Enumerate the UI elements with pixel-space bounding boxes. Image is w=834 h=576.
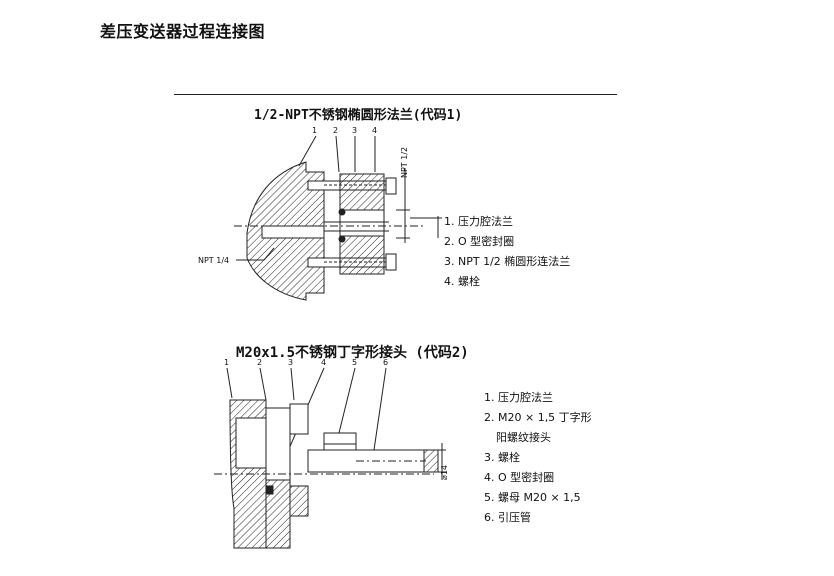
callout-2-1: 1 [224, 358, 230, 367]
section2-legend: 1. 压力腔法兰 2. M20 × 1,5 丁字形 阳螺纹接头 3. 螺栓 4.… [484, 388, 592, 528]
callout-2-3: 3 [288, 358, 294, 367]
tee-drawing-2 [214, 367, 446, 549]
legend2-item: 3. 螺栓 [484, 451, 520, 464]
section1-title: 1/2-NPT不锈钢椭圆形法兰(代码1) [254, 108, 463, 123]
legend2-item: 2. M20 × 1,5 丁字形 [484, 411, 592, 424]
flange-drawing-1 [234, 135, 442, 301]
callout-1-1: 1 [312, 126, 318, 135]
legend1-item: 4. 螺栓 [444, 275, 480, 288]
callout-2-2: 2 [257, 358, 263, 367]
callout-1-4: 4 [372, 126, 378, 135]
top-rule [174, 94, 617, 95]
dim-npt-quarter: NPT 1/4 [198, 256, 230, 265]
callout-1-2: 2 [333, 126, 339, 135]
dim-phi-14: ⌀14 [440, 465, 449, 480]
legend2-item: 5. 螺母 M20 × 1,5 [484, 491, 581, 504]
process-connection-figure: 1/2-NPT不锈钢椭圆形法兰(代码1) [174, 88, 618, 558]
callout-2-5: 5 [352, 358, 358, 367]
legend2-item: 6. 引压管 [484, 511, 531, 524]
dim-npt-half: NPT 1/2 [400, 146, 409, 178]
callout-1-3: 3 [352, 126, 358, 135]
section1-legend: 1. 压力腔法兰 2. O 型密封圈 3. NPT 1/2 椭圆形连法兰 4. … [444, 212, 570, 292]
legend2-item: 1. 压力腔法兰 [484, 391, 553, 404]
legend1-item: 3. NPT 1/2 椭圆形连法兰 [444, 255, 571, 268]
legend1-item: 1. 压力腔法兰 [444, 215, 513, 228]
page-title: 差压变送器过程连接图 [100, 22, 266, 41]
section2-title: M20x1.5不锈钢丁字形接头 (代码2) [236, 345, 469, 361]
legend2-item: 阳螺纹接头 [496, 431, 551, 444]
callout-2-6: 6 [383, 358, 389, 367]
legend2-item: 4. O 型密封圈 [484, 471, 555, 484]
legend1-item: 2. O 型密封圈 [444, 235, 515, 248]
technical-drawing [214, 135, 446, 549]
callout-2-4: 4 [321, 358, 327, 367]
